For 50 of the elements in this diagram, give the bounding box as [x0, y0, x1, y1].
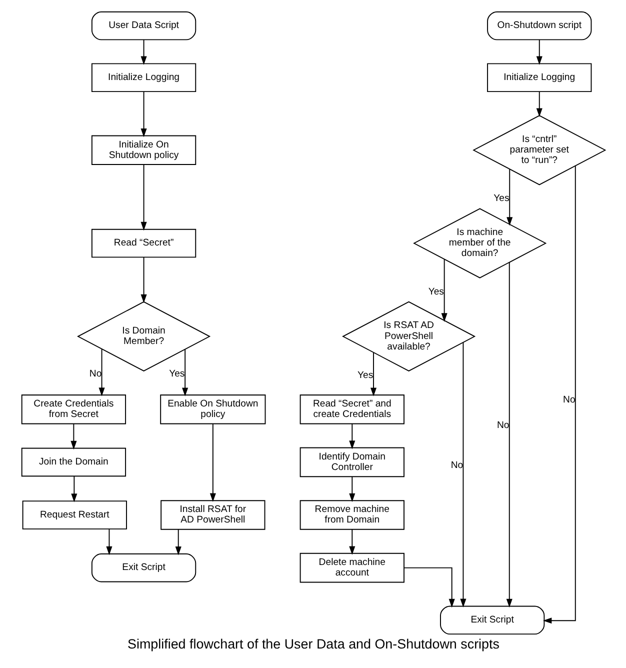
node-box: Join the Domain [20, 448, 126, 477]
arrow [506, 262, 512, 608]
node-box: User Data Script [90, 11, 196, 40]
node-box: Read “Secret” and create Credentials [299, 394, 404, 424]
node-box: Read “Secret” [90, 228, 196, 258]
edge-label: No [450, 460, 463, 472]
node-box: Initialize Logging [90, 63, 196, 92]
arrow [140, 91, 146, 138]
node-box: Initialize On Shutdown policy [90, 135, 196, 165]
node-diamond: Is RSAT AD PowerShell available? [342, 301, 476, 372]
arrow [403, 567, 454, 608]
arrow [348, 528, 355, 555]
arrow [70, 423, 76, 450]
arrow [140, 164, 146, 231]
arrow [348, 423, 355, 450]
edge-label: No [562, 394, 575, 406]
arrow [542, 165, 576, 624]
arrow [140, 39, 146, 65]
node-box: On-Shutdown script [486, 11, 592, 40]
edge-label: No [496, 420, 509, 432]
arrow [106, 528, 112, 556]
arrow [70, 476, 77, 502]
node-box: Exit Script [440, 606, 544, 635]
arrow [536, 39, 542, 65]
arrow [98, 348, 104, 396]
arrow [209, 424, 216, 502]
arrow [140, 256, 146, 303]
edge-label: Yes [493, 193, 509, 204]
node-box: Install RSAT for AD PowerShell [160, 500, 265, 530]
node-box: Initialize Logging [486, 63, 592, 92]
node-box: Delete machine account [299, 552, 404, 583]
node-box: Remove machine from Domain [299, 500, 404, 530]
arrow [348, 476, 355, 502]
node-box: Identify Domain Controller [299, 447, 404, 478]
edge-label: Yes [357, 370, 373, 382]
node-box: Exit Script [90, 553, 196, 582]
arrow [536, 91, 542, 117]
node-box: Create Credentials from Secret [20, 394, 126, 424]
arrow [174, 528, 181, 556]
arrow [182, 348, 188, 396]
node-box: Request Restart [22, 500, 126, 530]
arrow [370, 352, 376, 396]
node-diamond: Is “cntrl” parameter set to “run”? [472, 115, 606, 186]
node-diamond: Is machine member of the domain? [412, 208, 546, 278]
arrow [460, 342, 466, 608]
node-box: Enable On Shutdown policy [160, 394, 266, 424]
edge-label: Yes [428, 286, 444, 298]
caption: Simplified flowchart of the User Data and On-Shutdown scripts [127, 636, 499, 652]
arrow [440, 259, 447, 322]
arrow [506, 168, 512, 226]
